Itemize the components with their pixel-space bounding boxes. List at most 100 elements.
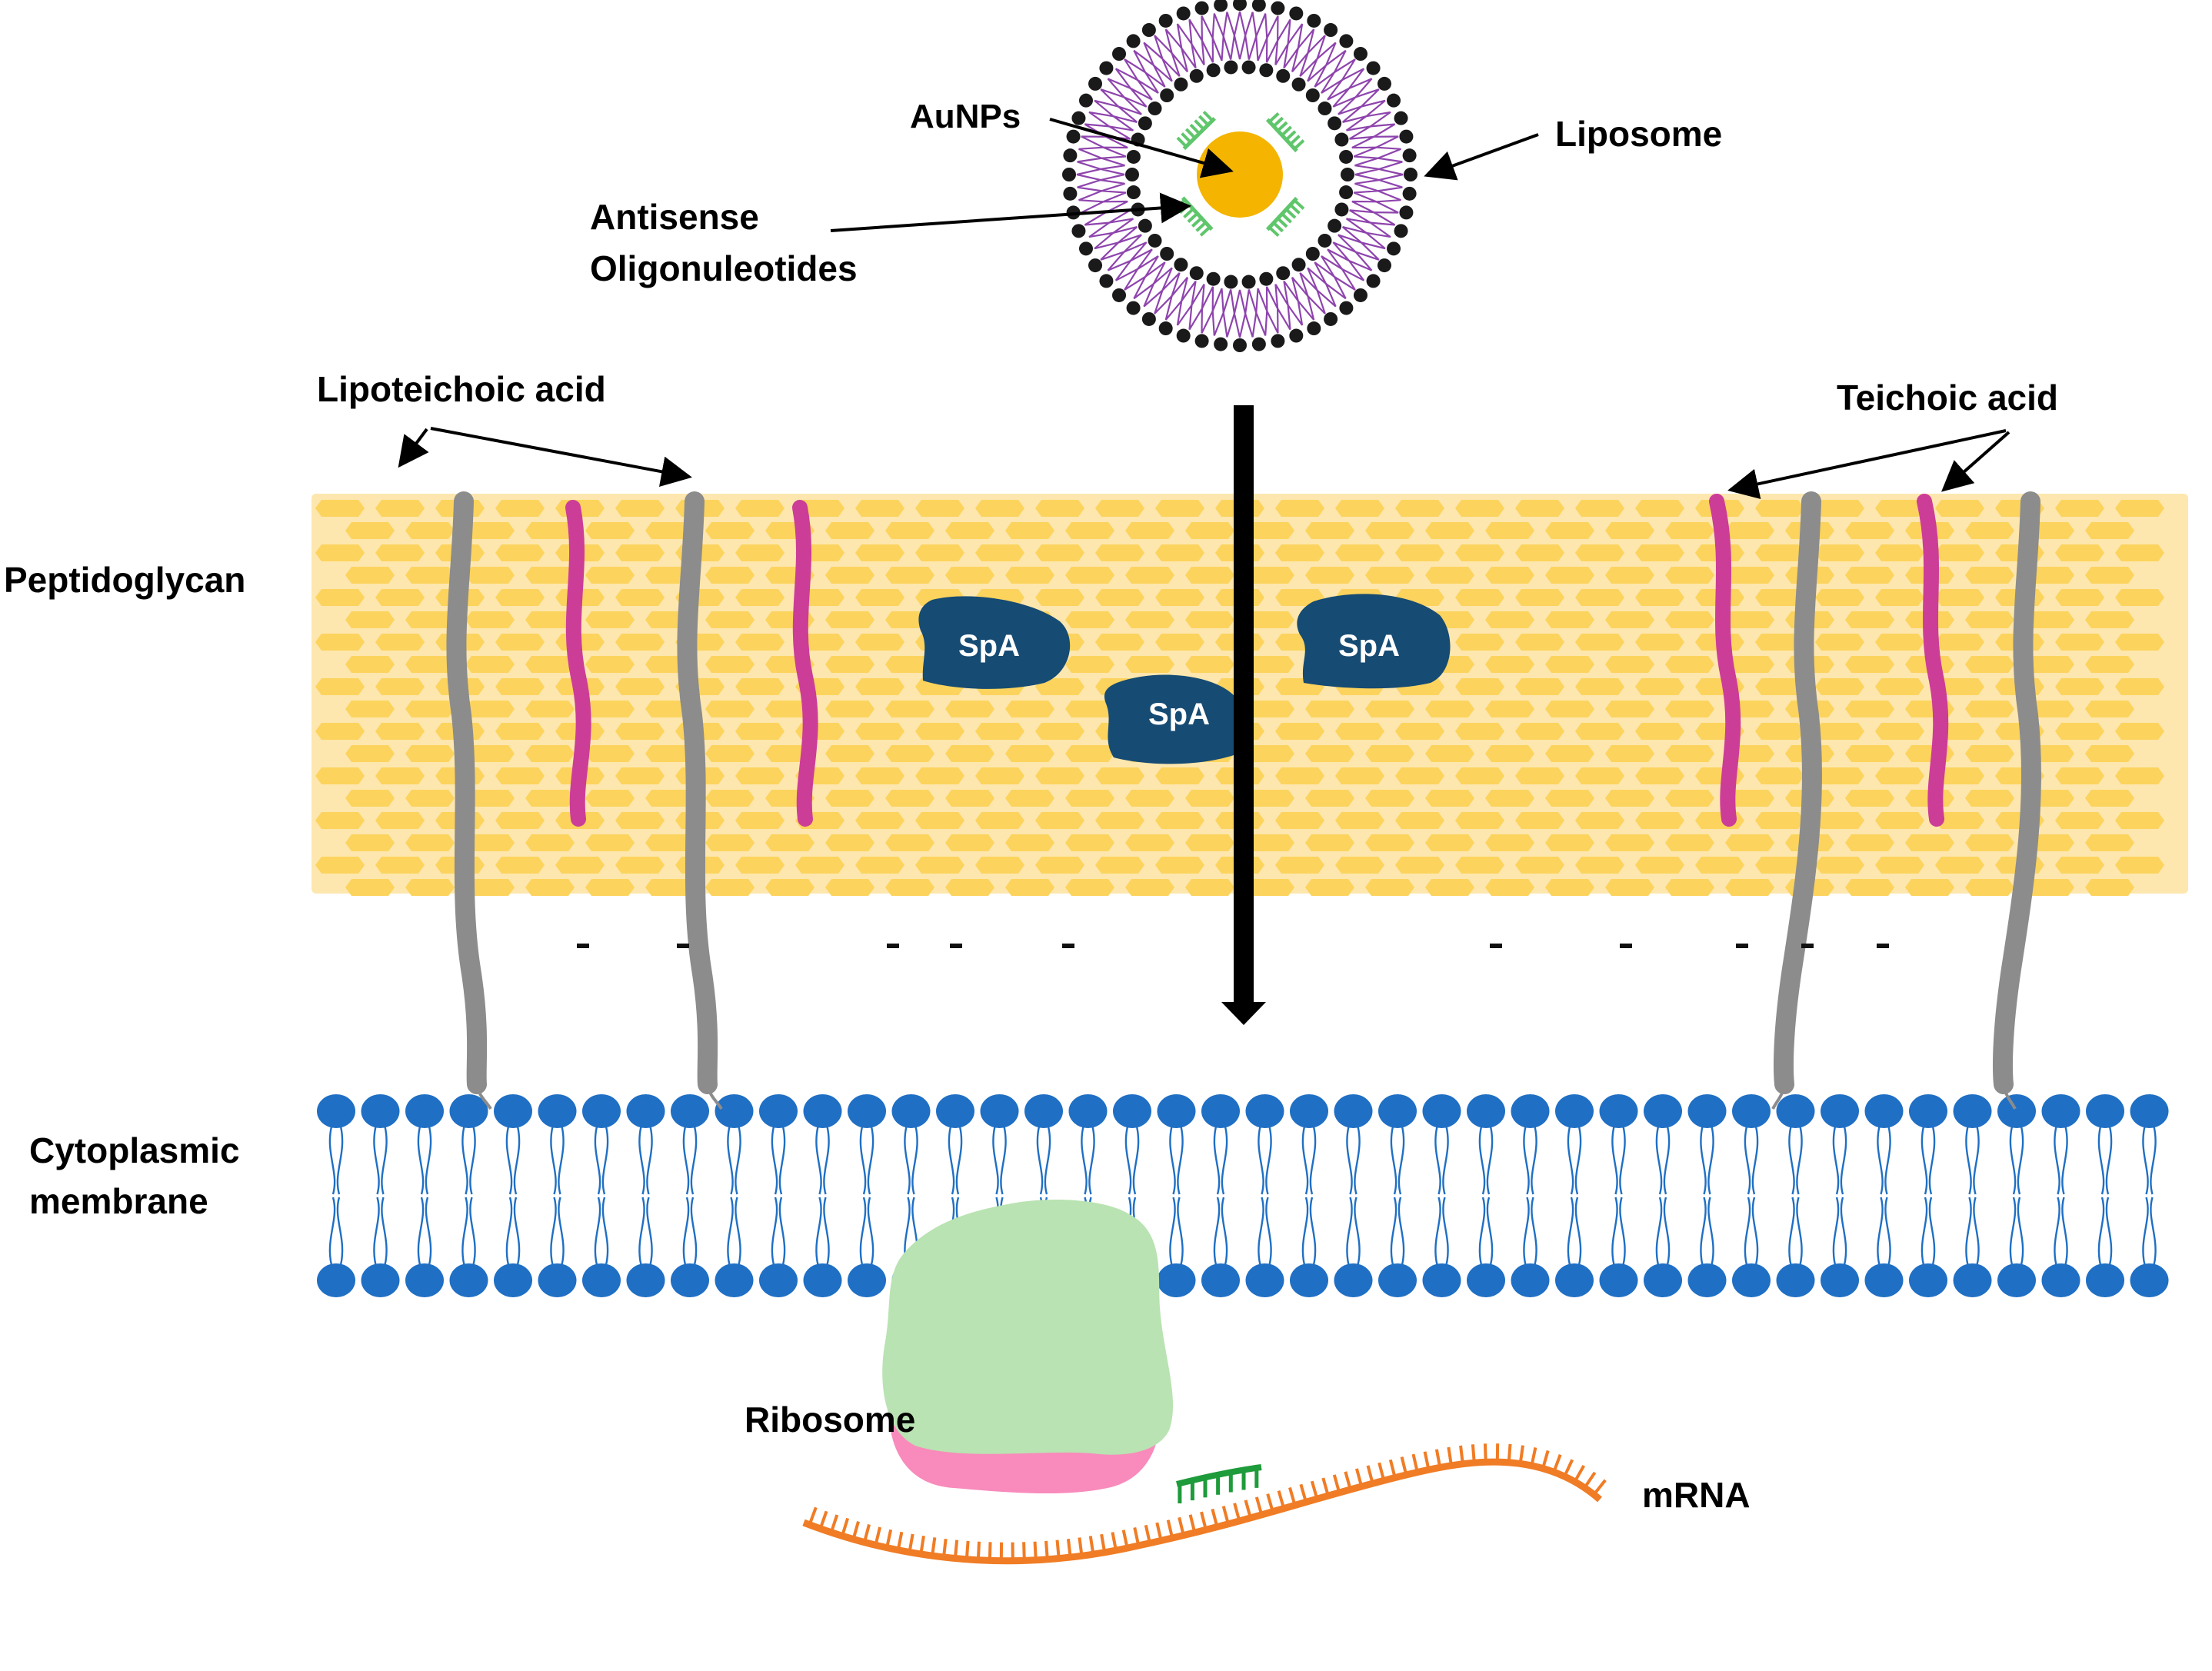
peptidoglycan-cell: [405, 879, 455, 896]
peptidoglycan-cell: [1605, 834, 1654, 851]
peptidoglycan-cell: [1305, 879, 1354, 896]
oligo-base: [1277, 217, 1288, 228]
peptidoglycan-cell: [345, 834, 395, 851]
peptidoglycan-cell: [1245, 701, 1294, 717]
membrane-tail: [425, 1197, 432, 1266]
liposome-head: [1289, 328, 1304, 343]
membrane-head: [1290, 1263, 1328, 1297]
peptidoglycan-cell: [2085, 834, 2134, 851]
peptidoglycan-cell: [465, 745, 515, 762]
ribosome: [882, 1200, 1174, 1494]
peptidoglycan-cell: [2115, 723, 2164, 740]
liposome-outer-heads: [1062, 0, 1417, 352]
membrane-tail: [1301, 1126, 1309, 1195]
peptidoglycan-cell: [855, 723, 904, 740]
membrane-tail: [1751, 1197, 1759, 1266]
membrane-tail: [1346, 1197, 1353, 1266]
liposome-head: [1241, 60, 1256, 75]
liposome-head: [1214, 337, 1228, 351]
peptidoglycan-cell: [1365, 567, 1414, 584]
liposome-head: [1141, 23, 1156, 38]
membrane-tail: [2009, 1126, 2017, 1195]
membrane-tail: [1523, 1126, 1530, 1195]
membrane-tail: [1700, 1126, 1707, 1195]
peptidoglycan-cell: [1485, 745, 1534, 762]
oligo-base: [1281, 212, 1292, 224]
peptidoglycan-cell: [1455, 634, 1504, 651]
peptidoglycan-cell: [1845, 745, 1894, 762]
peptidoglycan-cell: [1515, 544, 1564, 561]
peptidoglycan-cell: [1185, 834, 1234, 851]
peptidoglycan-cell: [1935, 857, 1984, 874]
membrane-tail: [638, 1126, 645, 1195]
peptidoglycan-cell: [1875, 544, 1924, 561]
lipoteichoic-anchor: [2002, 1083, 2017, 1110]
peptidoglycan-cell: [1905, 879, 1954, 896]
peptidoglycan-cell: [2055, 812, 2104, 829]
liposome-lipid-tails: [1076, 11, 1404, 338]
peptidoglycan-cell: [1455, 500, 1504, 517]
labels: AuNPs Liposome Antisense Oligonuleotides…: [4, 98, 2058, 1515]
peptidoglycan-cell: [495, 723, 545, 740]
membrane-head: [1422, 1094, 1461, 1128]
membrane-tail: [2017, 1197, 2024, 1266]
liposome-head: [1206, 63, 1221, 78]
spa-label: SpA: [1148, 697, 1210, 731]
negative-charge: [1736, 944, 1748, 948]
negative-charge: [950, 944, 962, 948]
membrane-head: [1997, 1263, 2036, 1297]
membrane-head: [405, 1263, 444, 1297]
arrow-lipoteichoic-2: [430, 427, 692, 488]
membrane-head: [1290, 1094, 1328, 1128]
membrane-tail: [1796, 1197, 1803, 1266]
membrane-head: [1909, 1094, 1947, 1128]
membrane-tail: [1928, 1197, 1936, 1266]
peptidoglycan-cell: [1335, 812, 1384, 829]
peptidoglycan-cell: [1425, 790, 1474, 807]
liposome-head: [1233, 338, 1247, 352]
peptidoglycan-cell: [1335, 767, 1384, 784]
membrane-head: [1113, 1094, 1151, 1128]
peptidoglycan-cell: [1485, 834, 1534, 851]
peptidoglycan-cell: [495, 812, 545, 829]
negative-charges: [577, 944, 1889, 948]
membrane-tail: [1390, 1197, 1397, 1266]
liposome-head: [1160, 88, 1174, 102]
membrane-tail: [1169, 1126, 1176, 1195]
spa-protein: SpA: [1104, 674, 1251, 764]
peptidoglycan-cell: [375, 812, 425, 829]
peptidoglycan-cell: [375, 857, 425, 874]
liposome-head: [1324, 23, 1338, 38]
liposome-head: [1305, 247, 1320, 261]
peptidoglycan-cell: [1515, 678, 1564, 695]
peptidoglycan-cell: [735, 812, 785, 829]
membrane-tail: [859, 1126, 867, 1195]
peptidoglycan-cell: [1425, 567, 1474, 584]
membrane-tail: [336, 1197, 344, 1266]
peptidoglycan-cell: [2085, 790, 2134, 807]
peptidoglycan-cell: [1665, 522, 1714, 539]
peptidoglycan-cell: [375, 589, 425, 606]
peptidoglycan-cell: [1725, 522, 1774, 539]
peptidoglycan-cell: [1635, 634, 1684, 651]
peptidoglycan-cell: [1365, 701, 1414, 717]
membrane-tail: [461, 1197, 468, 1266]
peptidoglycan-cell: [315, 634, 365, 651]
peptidoglycan-cell: [765, 834, 815, 851]
peptidoglycan-cell: [1185, 522, 1234, 539]
membrane-tail: [1531, 1126, 1537, 1195]
peptidoglycan-cell: [2115, 544, 2164, 561]
membrane-tail: [550, 1197, 557, 1266]
liposome-head: [1158, 13, 1173, 28]
peptidoglycan-cell: [1335, 500, 1384, 517]
peptidoglycan-cell: [1065, 701, 1114, 717]
peptidoglycan-cell: [405, 522, 455, 539]
peptidoglycan-cell: [1575, 589, 1624, 606]
membrane-tail: [2097, 1197, 2105, 1266]
peptidoglycan-cell: [975, 812, 1024, 829]
peptidoglycan-cell: [1365, 790, 1414, 807]
membrane-tail: [1700, 1197, 1707, 1266]
membrane-head: [449, 1263, 488, 1297]
membrane-tail: [911, 1126, 918, 1195]
membrane-head: [582, 1094, 621, 1128]
